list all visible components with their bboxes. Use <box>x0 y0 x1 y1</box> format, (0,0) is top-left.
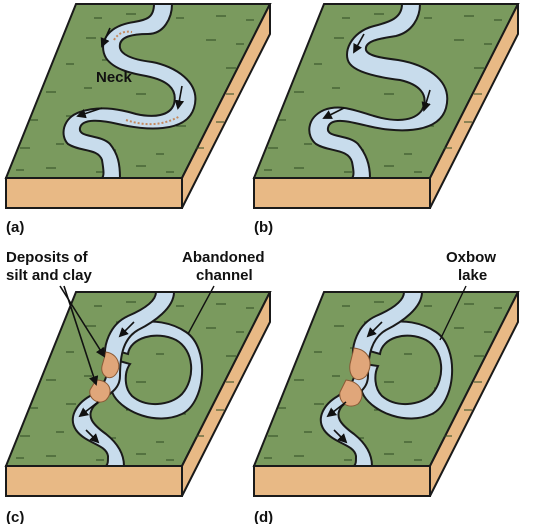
land-front-face <box>5 177 183 209</box>
deposit-patch <box>349 347 371 380</box>
land-side-face <box>181 3 271 209</box>
panel-d <box>252 291 520 497</box>
river-channel <box>308 3 449 179</box>
land-front-face <box>253 465 431 497</box>
oxbow-pointer <box>439 285 467 341</box>
land-side-face <box>429 291 519 497</box>
land-front-face <box>5 465 183 497</box>
abandoned-label-line2: channel <box>196 267 253 284</box>
flow-arrow <box>322 107 345 119</box>
oxbow-label-line1: Oxbow <box>446 249 496 266</box>
flow-arrow <box>85 429 100 444</box>
flow-arrow <box>76 107 103 119</box>
flow-arrow <box>333 429 348 444</box>
panel-c-label: (c) <box>6 509 24 524</box>
deposit-patch <box>101 351 120 379</box>
flow-arrow <box>174 85 185 110</box>
land-front-face <box>253 177 431 209</box>
deposits-label-line1: Deposits of <box>6 249 89 266</box>
panel-a-label: (a) <box>6 219 24 236</box>
flow-arrow <box>353 33 365 54</box>
flow-arrow <box>366 321 383 338</box>
panel-b-label: (b) <box>254 219 273 236</box>
land-side-face <box>429 3 519 209</box>
panel-c <box>4 291 272 497</box>
flow-arrow <box>78 401 99 418</box>
deposits-pointer <box>63 285 99 386</box>
deposit-patch <box>339 379 363 407</box>
flow-arrow <box>326 401 347 418</box>
panel-a: Neck <box>4 3 272 209</box>
river-channel <box>62 3 197 179</box>
flow-arrow <box>118 321 135 338</box>
oxbow-label-line2: lake <box>458 267 487 284</box>
deposits-label-line2: silt and clay <box>6 267 93 284</box>
panel-d-label: (d) <box>254 509 273 524</box>
panel-b <box>252 3 520 209</box>
flow-arrow <box>100 27 111 48</box>
flow-arrow <box>421 89 431 112</box>
abandoned-pointer <box>187 285 215 335</box>
neck-label: Neck <box>96 69 133 86</box>
land-side-face <box>181 291 271 497</box>
abandoned-label-line1: Abandoned <box>182 249 265 266</box>
